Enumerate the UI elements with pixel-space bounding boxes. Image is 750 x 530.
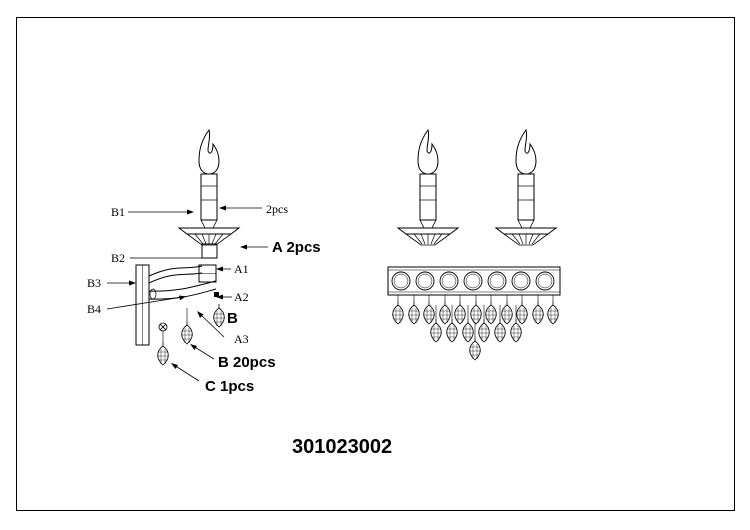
label-a2: A2 bbox=[234, 290, 249, 304]
label-b-qty: B 20pcs bbox=[218, 354, 276, 371]
label-b: B bbox=[227, 310, 238, 327]
label-b2: B2 bbox=[111, 251, 125, 265]
side-view bbox=[135, 129, 240, 366]
label-b1: B1 bbox=[111, 205, 125, 219]
front-view bbox=[387, 129, 561, 361]
label-a3: A3 bbox=[234, 332, 249, 346]
label-b3: B3 bbox=[87, 276, 101, 290]
label-a-qty: A 2pcs bbox=[272, 239, 321, 256]
drawing-frame bbox=[16, 17, 735, 511]
model-number: 301023002 bbox=[292, 436, 392, 458]
label-c-qty: C 1pcs bbox=[205, 378, 254, 395]
label-b1-qty: 2pcs bbox=[266, 202, 288, 216]
label-b4: B4 bbox=[87, 302, 101, 316]
label-a1: A1 bbox=[234, 262, 249, 276]
callout-leaders bbox=[106, 205, 268, 382]
